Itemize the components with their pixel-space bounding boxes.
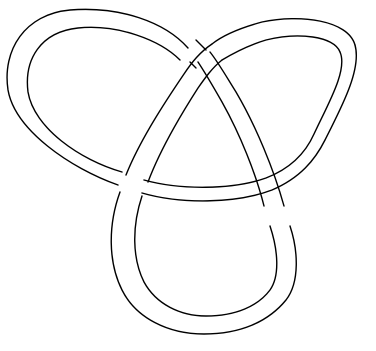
band-lower-left-to-right-outer <box>142 45 356 201</box>
lobe-top-right-inner-edge <box>222 36 340 60</box>
lobe-top-left-outer-edge <box>7 9 188 185</box>
band-top-crossing-inner <box>148 60 222 182</box>
top-crossing-under-stub-a <box>196 40 206 50</box>
lobe-top-right-outer-edge <box>212 19 355 45</box>
lobe-top-left-inner-edge <box>27 27 180 172</box>
band-left-diagonal-inner <box>135 196 277 316</box>
band-lower-left-to-right-inner <box>144 52 342 187</box>
band-left-diagonal-outer <box>111 192 296 334</box>
knot-ribbon <box>7 9 356 334</box>
